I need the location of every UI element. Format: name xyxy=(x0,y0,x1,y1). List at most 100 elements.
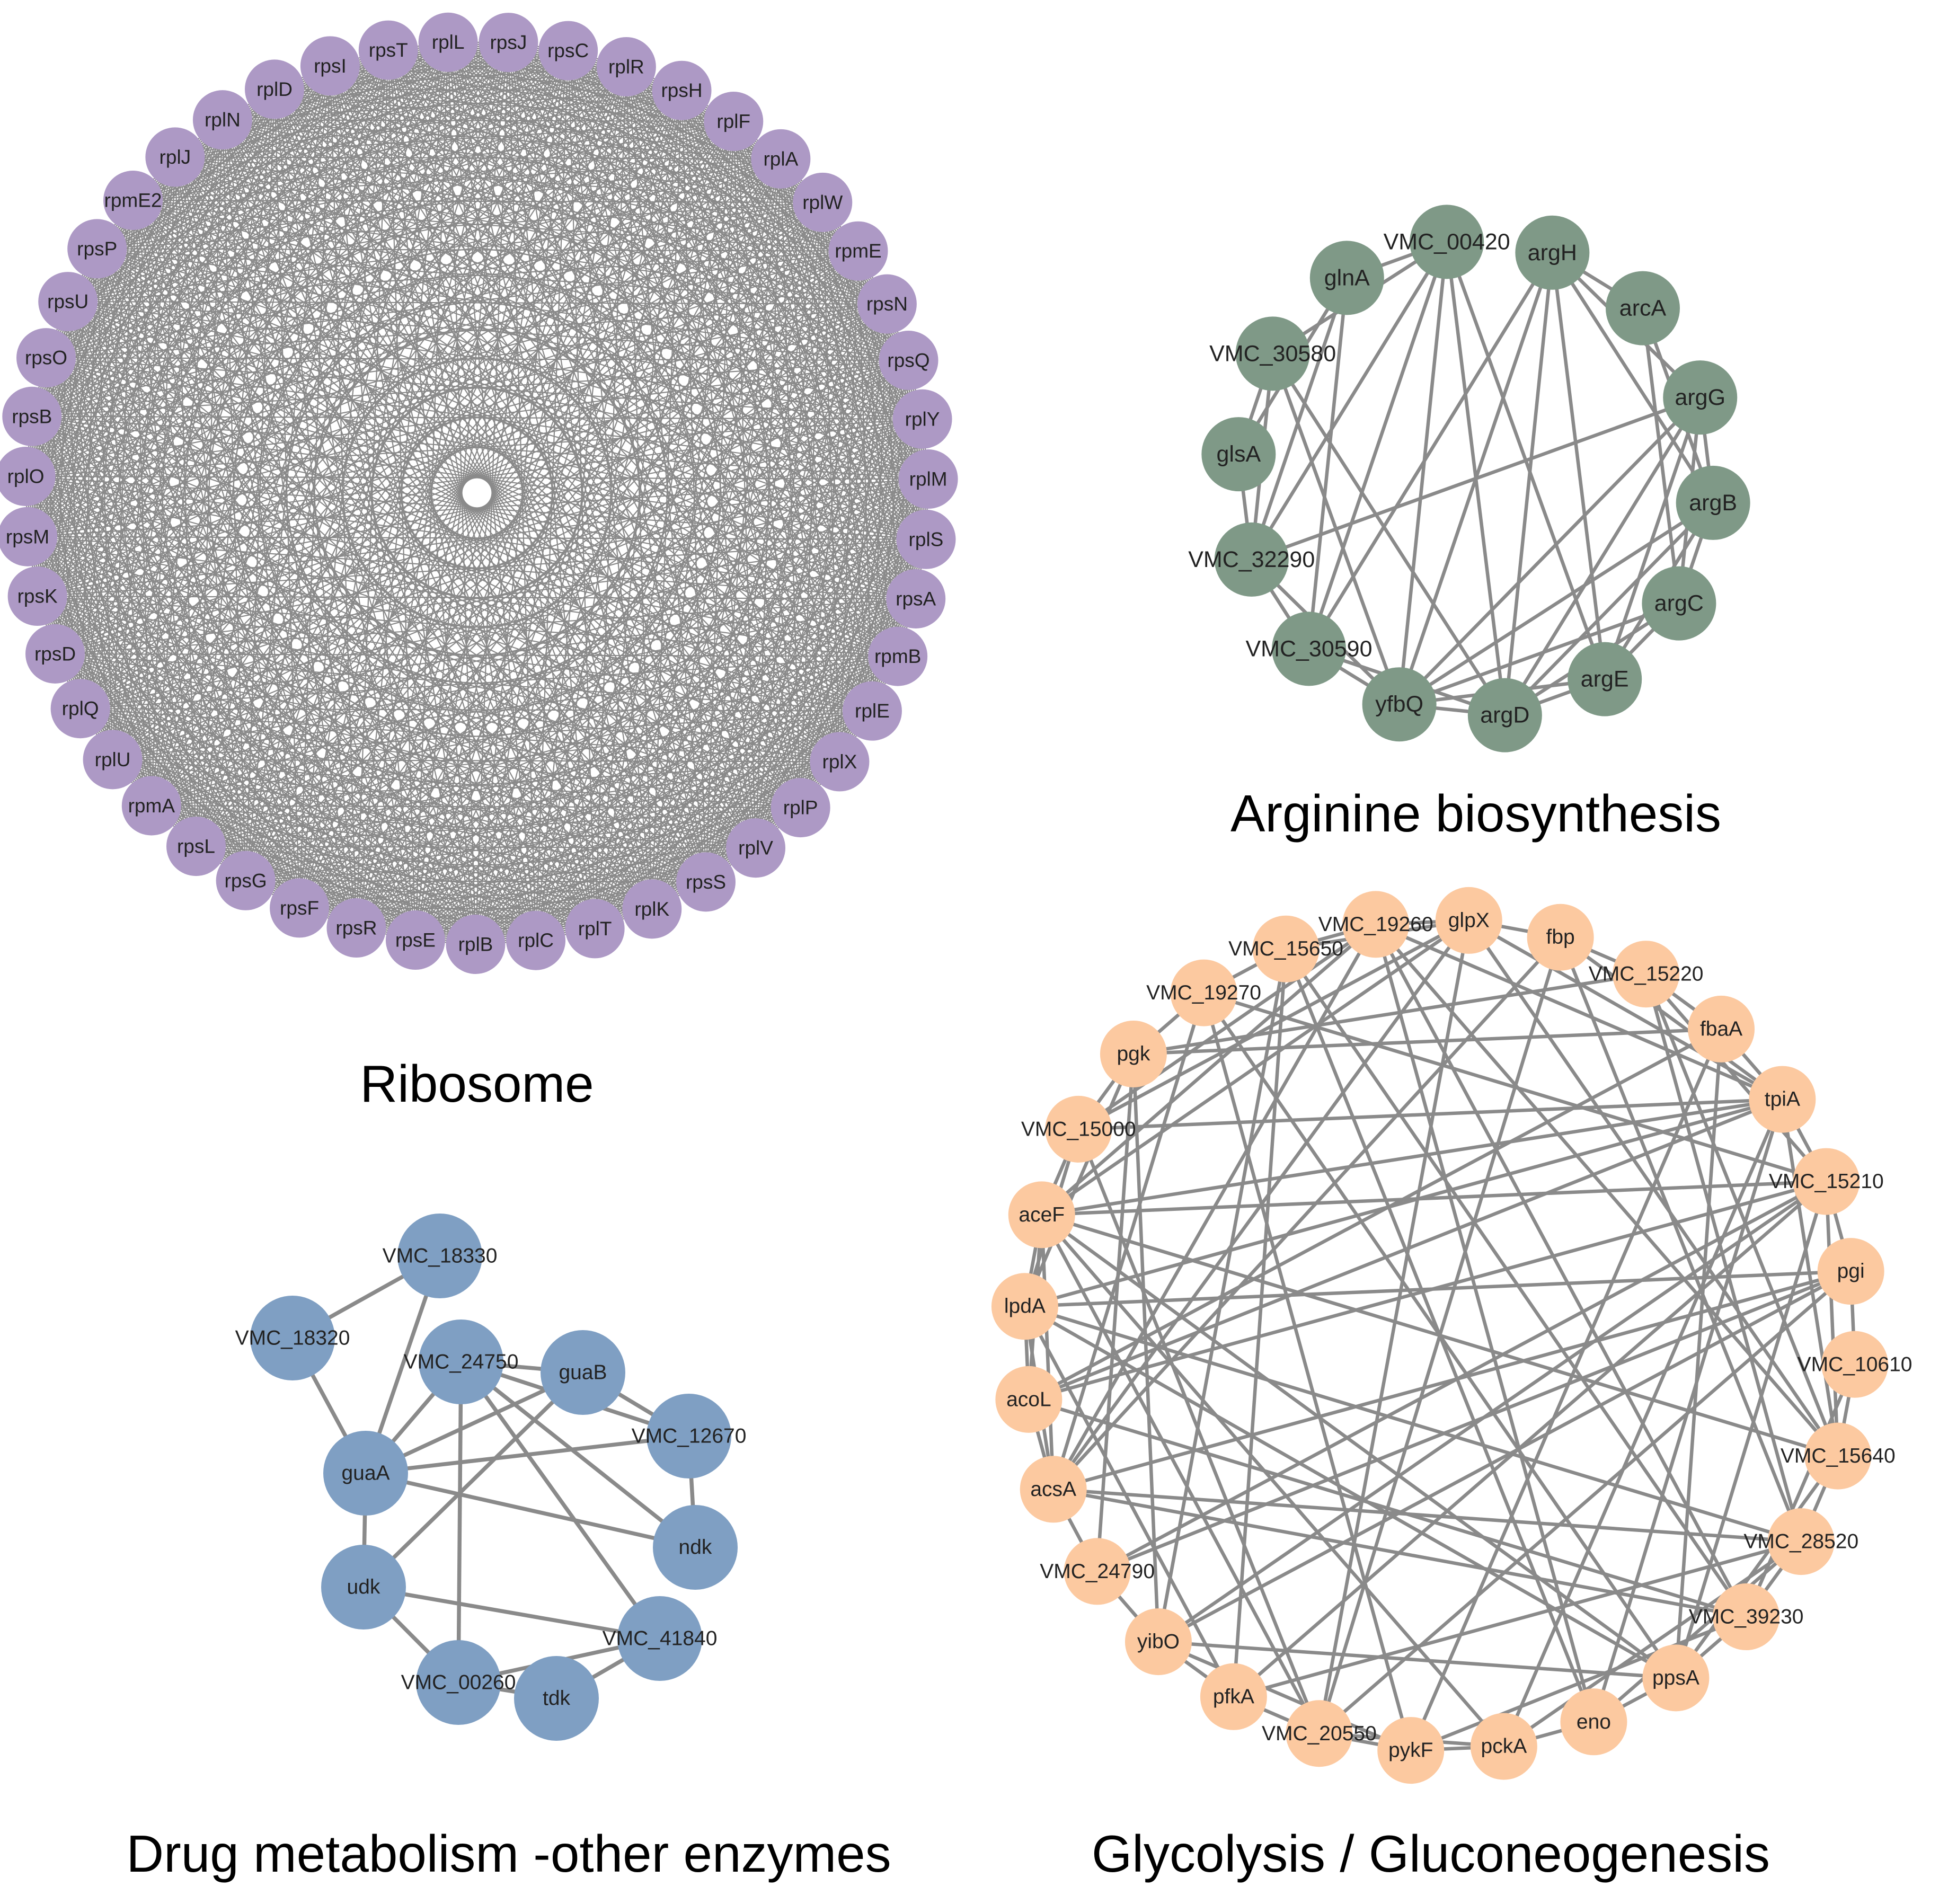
node-vmc-18320 xyxy=(250,1296,335,1380)
edge-yibo-pgk xyxy=(1131,1053,1161,1642)
node-label-argb: argB xyxy=(1689,490,1737,516)
edge-fbp-vmc-28520 xyxy=(1559,936,1803,1543)
node-label-vmc-15220: VMC_15220 xyxy=(1589,963,1704,986)
node-label-rpsk: rpsK xyxy=(17,586,58,607)
edge-rplk-rpll xyxy=(447,42,653,909)
edge-rplm-rpsl xyxy=(196,479,929,847)
edge-arca-argc xyxy=(1641,308,1681,604)
node-label-rpme2: rpmE2 xyxy=(104,189,162,211)
edge-rpsd-rpld xyxy=(54,89,276,654)
edge-rple-rpst xyxy=(387,49,873,712)
edge-rpsm-rpsi xyxy=(27,65,331,537)
edge-rpmb-rpln xyxy=(222,119,898,657)
edge-rplx-rpsk xyxy=(37,595,840,763)
edge-rplu-rpsp xyxy=(96,249,113,760)
node-glsa xyxy=(1201,417,1276,492)
node-rpla xyxy=(751,129,811,189)
edge-fbp-tpia xyxy=(1559,936,1784,1101)
edge-rpsq-rpsi xyxy=(330,65,909,361)
edge-rpsb-rpst xyxy=(31,49,389,417)
node-label-pgi: pgi xyxy=(1837,1260,1865,1283)
edge-rpsf-rpsu xyxy=(67,301,300,908)
node-label-rplo: rplO xyxy=(7,466,45,488)
edge-guab-udk xyxy=(362,1371,585,1589)
node-vmc-00420 xyxy=(1410,205,1484,279)
node-label-vmc-41840: VMC_41840 xyxy=(603,1627,718,1650)
edge-pcka-acef xyxy=(1040,1214,1506,1748)
node-rpsr xyxy=(326,898,386,958)
node-arca xyxy=(1606,271,1680,346)
edge-rpsm-rpst xyxy=(27,49,389,537)
node-label-rpsr: rpsR xyxy=(335,917,377,939)
node-rplk xyxy=(622,879,682,939)
edge-acef-vmc-19260 xyxy=(1040,923,1377,1216)
node-label-vmc-15000: VMC_15000 xyxy=(1021,1118,1136,1140)
edge-rplc-rpsp xyxy=(96,248,536,941)
node-label-rpst: rpsT xyxy=(369,39,408,61)
edge-rpsl-rpsp xyxy=(96,249,197,847)
node-label-guab: guaB xyxy=(559,1361,607,1384)
edge-rpma-rpll xyxy=(150,42,449,806)
edge-rplf-rplt xyxy=(594,121,734,929)
node-label-vmc-19260: VMC_19260 xyxy=(1318,913,1433,936)
edge-rpsd-rpst xyxy=(55,50,389,654)
edge-rplw-rplv xyxy=(755,202,824,848)
edge-vmc-30580-argd xyxy=(1271,352,1507,716)
node-fbp xyxy=(1527,904,1594,971)
edge-vmc-15220-pgk xyxy=(1133,972,1646,1056)
edge-rpsf-rpsi xyxy=(298,66,331,908)
node-label-rplj: rplJ xyxy=(160,146,191,168)
edge-rplx-rpll xyxy=(447,42,840,762)
edge-rpsn-rpld xyxy=(274,88,888,305)
edge-vmc-24750-vmc-41840 xyxy=(459,1360,662,1640)
edge-rplp-rpsi xyxy=(329,65,801,808)
edge-vmc-39230-acsa xyxy=(1053,1487,1747,1619)
edge-acsa-vmc-19260 xyxy=(1051,923,1377,1491)
edge-rplx-rpld xyxy=(274,88,840,763)
edge-tpia-lpda xyxy=(1024,1097,1783,1308)
node-label-rpsu: rpsU xyxy=(47,291,88,313)
edge-rpsj-rpls xyxy=(508,42,927,540)
edge-rplp-rpsm xyxy=(27,536,801,809)
node-label-guaa: guaA xyxy=(341,1462,389,1485)
node-label-vmc-24750: VMC_24750 xyxy=(404,1351,519,1374)
node-label-rpme: rpmE xyxy=(835,240,881,262)
edge-rpld-rpll xyxy=(274,41,448,90)
node-rpsb xyxy=(2,386,62,446)
edge-rpse-rpld xyxy=(273,89,417,941)
edge-rpsa-rplj xyxy=(174,156,916,599)
edge-rpsd-rpsi xyxy=(55,65,331,654)
edge-vmc-00420-vmc-32290 xyxy=(1250,241,1448,561)
node-label-pykf: pykF xyxy=(1388,1739,1433,1762)
node-label-rplm: rplM xyxy=(909,468,948,490)
node-label-vmc-18330: VMC_18330 xyxy=(383,1245,498,1268)
edge-vmc-39230-vmc-19260 xyxy=(1374,923,1748,1618)
node-vmc-24790 xyxy=(1064,1538,1131,1605)
node-rpsd xyxy=(25,624,85,684)
edge-glpx-vmc-20550 xyxy=(1317,920,1471,1734)
edge-rply-rplc xyxy=(535,419,923,941)
edge-rpme-rpss xyxy=(705,251,859,882)
node-label-rplu: rplU xyxy=(95,749,131,771)
node-vmc-32290 xyxy=(1214,522,1289,597)
node-label-rpsa: rpsA xyxy=(896,588,936,609)
glycolysis-nodes: glpXfbpVMC_15220fbaAtpiAVMC_15210pgiVMC_… xyxy=(991,887,1912,1784)
node-rpsh xyxy=(652,60,712,120)
edge-rplb-rplo xyxy=(25,476,476,945)
node-label-rpsn: rpsN xyxy=(866,293,908,315)
node-rplv xyxy=(726,818,786,878)
edge-rpsh-rplk xyxy=(651,90,683,909)
edge-argg-yfbq xyxy=(1398,396,1702,706)
node-acef xyxy=(1008,1181,1075,1248)
edge-rpsj-rplo xyxy=(25,42,509,477)
node-label-acsa: acsA xyxy=(1030,1478,1076,1501)
edge-rpma-rpme2 xyxy=(132,200,152,806)
node-label-rpls: rplS xyxy=(909,528,944,550)
edge-argh-argd xyxy=(1503,252,1554,715)
edge-rpsj-rplp xyxy=(508,42,801,808)
edge-rpsn-rpsu xyxy=(68,300,887,305)
edge-vmc-28520-pfka xyxy=(1233,1539,1802,1698)
edge-rpsc-rpsb xyxy=(31,50,569,417)
node-rpme2 xyxy=(103,170,163,230)
edge-rplu-rpld xyxy=(112,89,276,760)
